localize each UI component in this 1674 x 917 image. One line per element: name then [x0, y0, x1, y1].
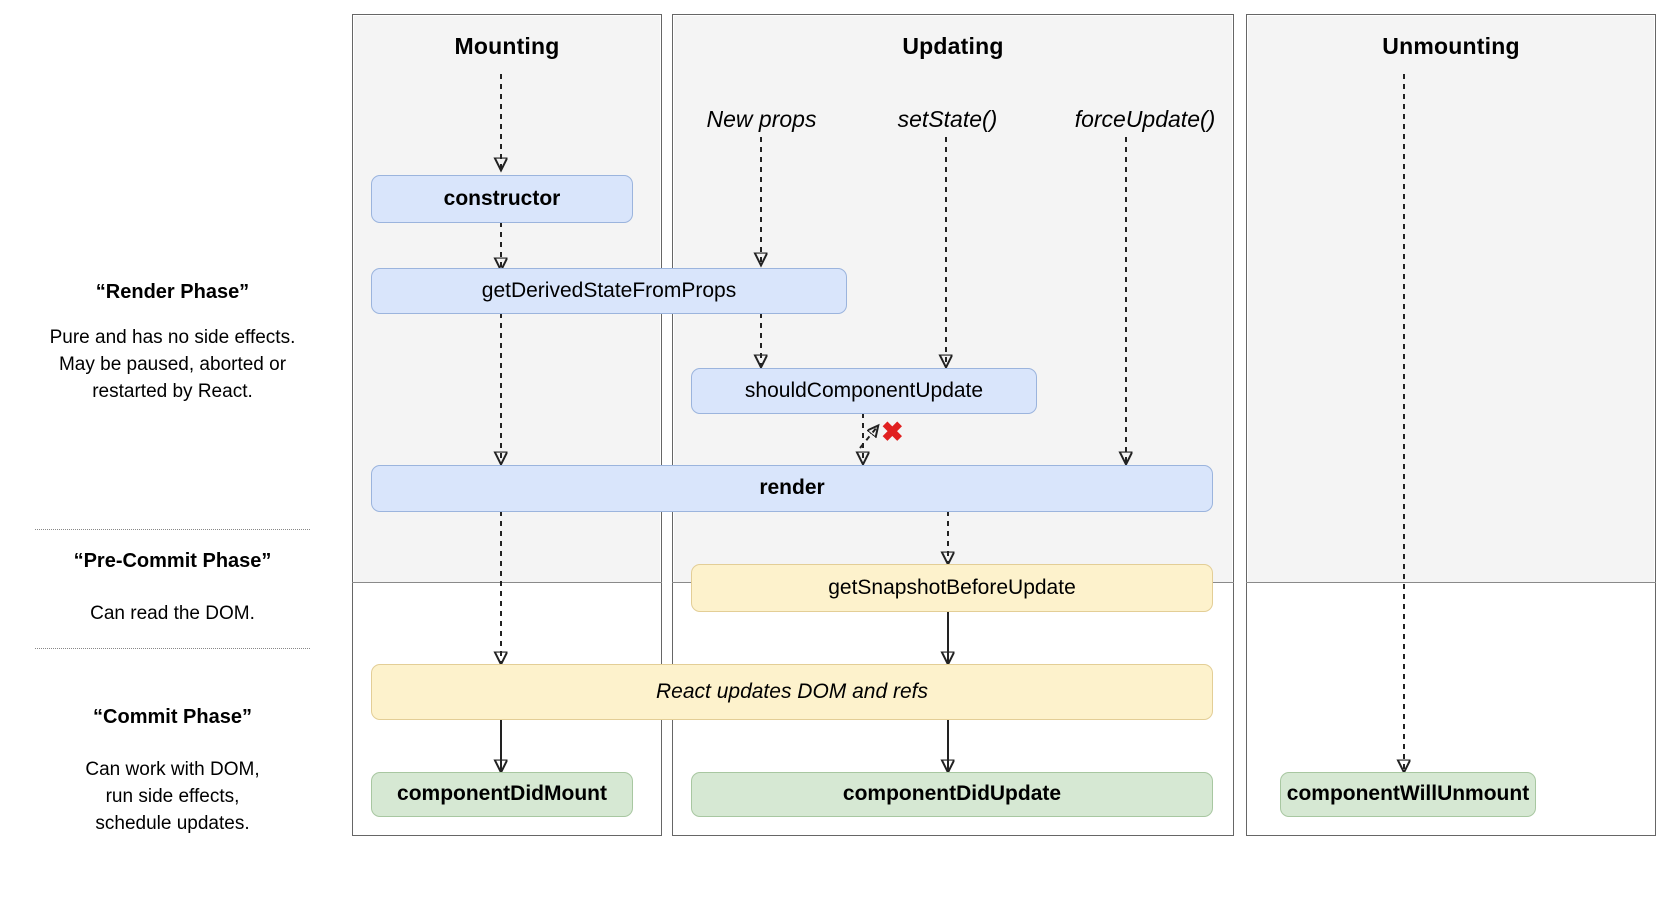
node-react-updates-dom-and-refs[interactable]: React updates DOM and refs [371, 664, 1213, 720]
phase-description-render: Pure and has no side effects. May be pau… [10, 325, 335, 406]
node-get-snapshot-before-update[interactable]: getSnapshotBeforeUpdate [691, 564, 1213, 612]
phase-description-render-line-3: restarted by React. [92, 380, 253, 402]
phase-description-pre-commit: Can read the DOM. [10, 601, 335, 628]
node-component-will-unmount[interactable]: componentWillUnmount [1280, 772, 1536, 817]
phase-description-render-line-2: May be paused, aborted or [58, 353, 287, 375]
phase-description-render-line-1: Pure and has no side effects. [49, 327, 296, 348]
phase-divider-precommit-commit [35, 648, 310, 649]
column-mounting-phase-divider [352, 582, 662, 583]
phase-divider-render-precommit [35, 529, 310, 530]
phase-description-commit-line-1: Can work with DOM, [85, 759, 260, 780]
column-title-updating: Updating [902, 33, 1004, 59]
trigger-label-force-update: forceUpdate() [1074, 106, 1216, 132]
trigger-label-set-state: setState() [897, 106, 998, 132]
phase-description-pre-commit-line-1: Can read the DOM. [90, 603, 255, 624]
node-render[interactable]: render [371, 465, 1213, 512]
column-title-unmounting: Unmounting [1382, 33, 1520, 59]
node-component-did-update[interactable]: componentDidUpdate [691, 772, 1213, 817]
node-component-did-mount[interactable]: componentDidMount [371, 772, 633, 817]
trigger-label-new-props: New props [706, 106, 817, 132]
phase-description-commit-line-3: schedule updates. [95, 812, 250, 834]
phase-title-render: “Render Phase” [95, 281, 250, 303]
phase-description-commit: Can work with DOM, run side effects, sch… [10, 757, 335, 838]
node-should-component-update[interactable]: shouldComponentUpdate [691, 368, 1037, 414]
node-constructor[interactable]: constructor [371, 175, 633, 223]
node-get-derived-state-from-props[interactable]: getDerivedStateFromProps [371, 268, 847, 314]
abort-x-icon: ✖ [881, 417, 904, 447]
column-unmounting-phase-divider [1246, 582, 1656, 583]
phase-title-commit: “Commit Phase” [93, 706, 252, 728]
column-title-mounting: Mounting [454, 33, 560, 59]
phase-title-pre-commit: “Pre-Commit Phase” [73, 550, 272, 572]
phase-description-commit-line-2: run side effects, [105, 785, 240, 807]
